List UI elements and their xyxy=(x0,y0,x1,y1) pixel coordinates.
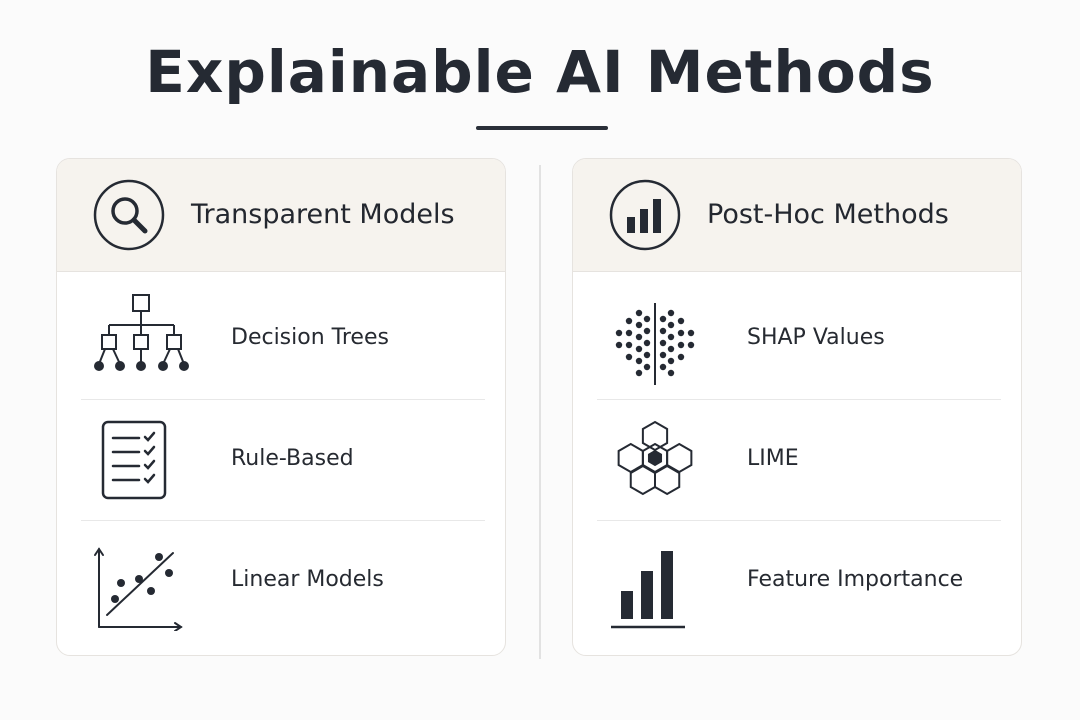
center-divider xyxy=(539,165,541,659)
title-underline xyxy=(476,126,608,130)
magnifier-icon xyxy=(93,179,165,251)
list-item-decision-trees: Decision Trees xyxy=(81,279,485,400)
list-item-lime: LIME xyxy=(597,400,1001,521)
panel-title: Transparent Models xyxy=(191,199,455,230)
list-item-shap-values: SHAP Values xyxy=(597,279,1001,400)
bar-chart-icon xyxy=(611,551,685,629)
list-item-linear-models: Linear Models xyxy=(81,521,485,641)
item-label: Rule-Based xyxy=(231,446,354,471)
decision-tree-icon xyxy=(94,294,189,371)
page-title: Explainable AI Methods xyxy=(145,38,935,106)
item-label: SHAP Values xyxy=(747,325,885,350)
post-hoc-methods-panel: Post-Hoc Methods SHAP Values LIME Featur… xyxy=(572,158,1022,656)
item-label: Decision Trees xyxy=(231,325,389,350)
shap-dots-icon xyxy=(615,303,695,385)
panel-header: Transparent Models xyxy=(57,159,505,272)
hexagon-cluster-icon xyxy=(617,420,693,496)
scatter-line-icon xyxy=(94,547,183,631)
item-label: Feature Importance xyxy=(747,567,964,592)
panel-header: Post-Hoc Methods xyxy=(573,159,1021,272)
list-item-feature-importance: Feature Importance xyxy=(597,521,1001,641)
panel-title: Post-Hoc Methods xyxy=(707,199,949,230)
transparent-models-panel: Transparent Models xyxy=(56,158,506,656)
bar-chart-icon xyxy=(609,179,681,251)
item-label: Linear Models xyxy=(231,567,384,592)
item-label: LIME xyxy=(747,446,799,471)
list-item-rule-based: Rule-Based xyxy=(81,400,485,521)
checklist-icon xyxy=(101,420,167,500)
